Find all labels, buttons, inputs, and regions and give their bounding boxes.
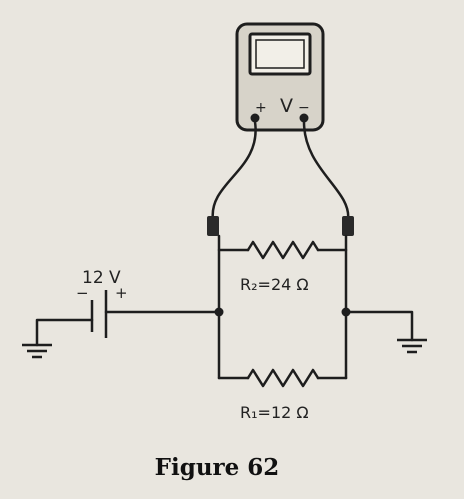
negative-probe-lead	[302, 121, 350, 221]
positive-probe-clip	[207, 216, 219, 236]
figure-caption: Figure 62	[155, 454, 280, 481]
right-ground-wire	[344, 310, 414, 342]
resistor-r1	[246, 368, 320, 388]
left-ground-icon	[22, 343, 52, 359]
voltmeter-positive-terminal	[250, 113, 260, 123]
negative-probe-clip	[342, 216, 354, 236]
right-junction-dot	[341, 307, 351, 317]
battery-minus-sign: −	[76, 284, 89, 302]
left-ground-wire	[35, 318, 94, 347]
voltmeter-minus-sign: −	[298, 100, 310, 116]
r2-label: R₂=24 Ω	[240, 275, 309, 294]
battery-plus-sign: +	[115, 284, 128, 302]
voltmeter-negative-terminal	[299, 113, 309, 123]
resistor-r2	[246, 240, 320, 260]
voltmeter-plus-sign: +	[255, 100, 267, 116]
voltmeter-label: V	[280, 95, 293, 117]
voltmeter-display	[248, 32, 312, 76]
right-ground-icon	[397, 338, 427, 354]
battery-voltage-label: 12 V	[82, 268, 121, 288]
voltmeter: + V −	[235, 22, 325, 132]
battery: 12 V − +	[76, 268, 128, 338]
positive-probe-lead	[211, 121, 257, 221]
r1-label: R₁=12 Ω	[240, 403, 309, 422]
left-junction-dot	[214, 307, 224, 317]
voltmeter-display-inner	[255, 39, 305, 69]
